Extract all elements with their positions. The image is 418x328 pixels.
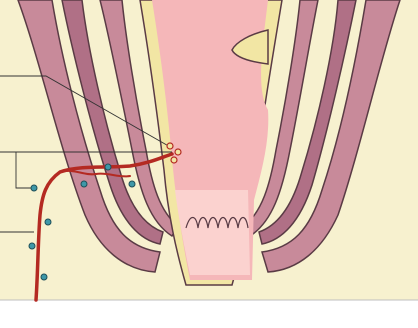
- lymph-node-dot-icon: [31, 185, 37, 191]
- lymph-node-dot-icon: [45, 219, 51, 225]
- lymph-node-dot-icon: [129, 181, 135, 187]
- gland-ring-2: [175, 149, 181, 155]
- gland-ring-3: [171, 157, 177, 163]
- lymph-node-dot-icon: [29, 243, 35, 249]
- gland-ring-1: [167, 143, 173, 149]
- lymph-node-dot-icon: [105, 164, 111, 170]
- lymph-node-dot-icon: [41, 274, 47, 280]
- lymph-node-dot-icon: [81, 181, 87, 187]
